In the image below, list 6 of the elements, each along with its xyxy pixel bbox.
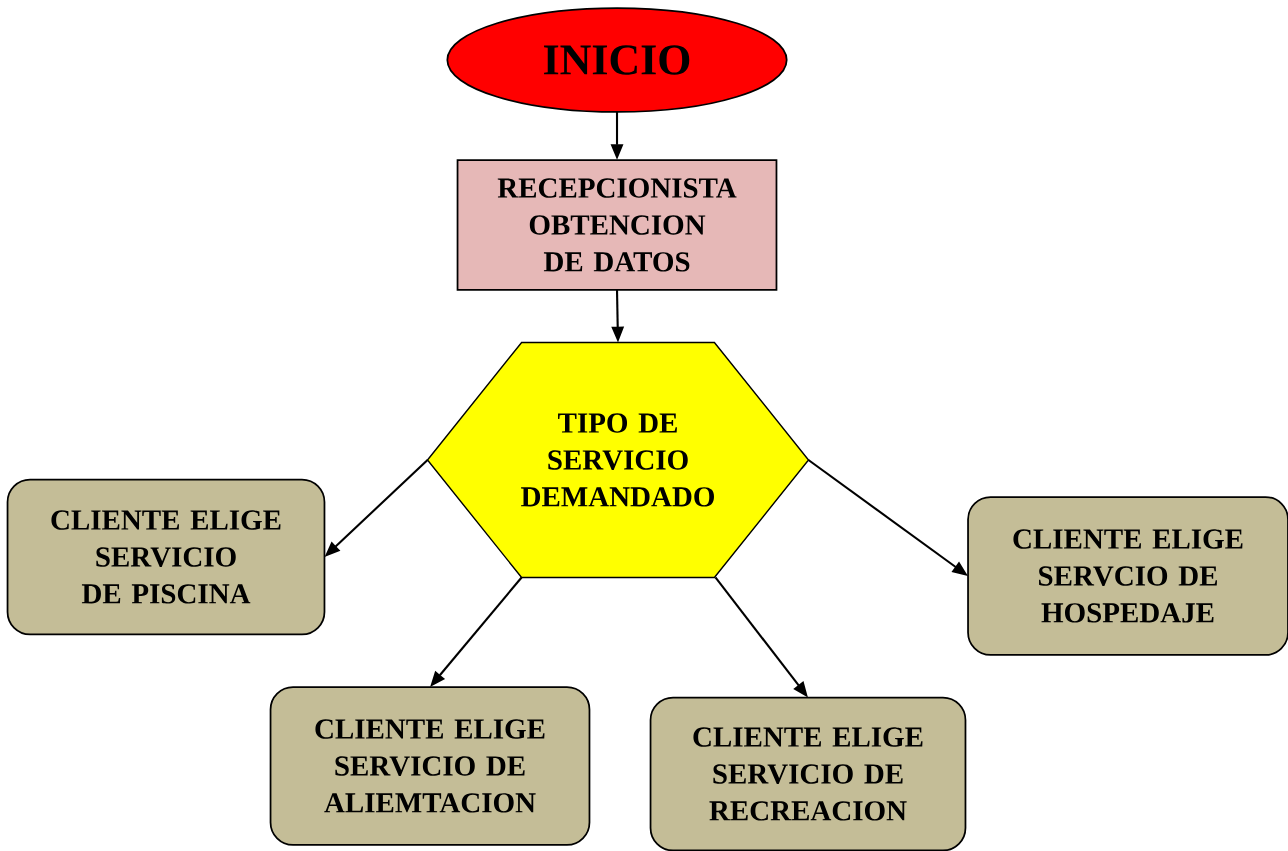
option-box: CLIENTE ELIGE SERVCIO DE HOSPEDAJE bbox=[967, 496, 1288, 656]
process-box: RECEPCIONISTA OBTENCION DE DATOS bbox=[456, 159, 778, 291]
option-box: CLIENTE ELIGE SERVICIO DE ALIEMTACION bbox=[269, 686, 591, 846]
option-box: CLIENTE ELIGE SERVICIO DE PISCINA bbox=[6, 478, 326, 636]
decision-hexagon: TIPO DE SERVICIO DEMANDADO bbox=[426, 341, 810, 579]
option-box: CLIENTE ELIGE SERVICIO DE RECREACION bbox=[649, 696, 967, 851]
